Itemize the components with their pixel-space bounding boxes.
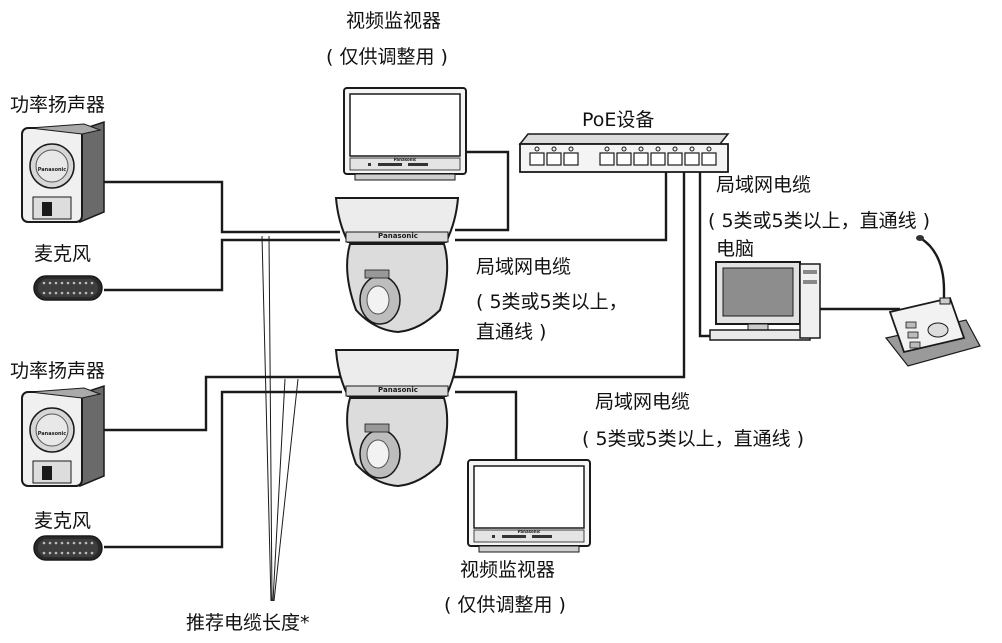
speaker-top	[21, 120, 105, 224]
cable-mic-top	[104, 238, 340, 292]
microphone-top	[33, 275, 103, 301]
svg-text:Panasonic: Panasonic	[378, 232, 418, 240]
svg-text:Panasonic: Panasonic	[518, 529, 541, 534]
lan-right-note: ( 5类或5类以上，直通线 )	[708, 210, 931, 232]
cable-speaker-top	[104, 180, 340, 234]
poe-switch	[518, 133, 730, 173]
cable-lan-camera1	[455, 172, 668, 242]
monitor-bottom-title: 视频监视器	[460, 559, 556, 581]
monitor-top	[343, 87, 467, 181]
speaker-bottom	[21, 384, 105, 488]
mic-top-label: 麦克风	[34, 243, 92, 265]
lan-mid-note-line2: 直通线 )	[476, 321, 547, 343]
camera-top	[334, 197, 460, 334]
system-controller	[884, 235, 981, 367]
svg-text:Panasonic: Panasonic	[394, 157, 417, 162]
cable-lan-pc	[698, 172, 712, 338]
microphone-bottom	[33, 535, 103, 561]
pc-label: 电脑	[716, 238, 755, 260]
cable-mic-bottom	[104, 390, 342, 549]
svg-text:Panasonic: Panasonic	[38, 167, 67, 173]
lan-low-title: 局域网电缆	[595, 391, 691, 413]
length-indicator	[261, 235, 299, 602]
monitor-top-title: 视频监视器	[346, 10, 442, 32]
cable-speaker-bottom	[104, 375, 342, 432]
cable-lan-camera2	[342, 172, 686, 379]
lan-right-title: 局域网电缆	[716, 174, 812, 196]
recommended-cable-length-label: 推荐电缆长度*	[186, 612, 310, 634]
cable-monitor-bottom	[455, 390, 518, 460]
monitor-top-note: ( 仅供调整用 )	[326, 46, 448, 68]
camera-bottom	[334, 349, 460, 488]
speaker-top-label: 功率扬声器	[10, 94, 106, 116]
brand-lettering: Panasonic Panasonic Panasonic Panasonic …	[38, 157, 541, 534]
monitor-bottom	[467, 459, 591, 553]
poe-device-label: PoE设备	[582, 109, 655, 131]
speaker-bottom-label: 功率扬声器	[10, 360, 106, 382]
monitor-bottom-note: ( 仅供调整用 )	[444, 594, 566, 616]
mic-bottom-label: 麦克风	[34, 510, 92, 532]
svg-text:Panasonic: Panasonic	[378, 386, 418, 394]
svg-text:Panasonic: Panasonic	[38, 431, 67, 437]
lan-mid-note-line1: ( 5类或5类以上，	[476, 291, 628, 313]
pc	[709, 261, 821, 341]
lan-mid-title: 局域网电缆	[476, 256, 572, 278]
lan-low-note: ( 5类或5类以上，直通线 )	[582, 428, 805, 450]
